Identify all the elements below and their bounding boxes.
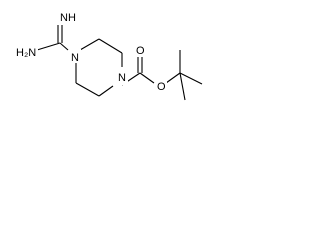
piperazine-n-top-label: N <box>71 52 79 64</box>
molecule-drawing: NH H₂N N N O O <box>15 10 203 101</box>
bond-tertc-bottom <box>179 72 186 101</box>
bond-amidine-c-nh2 <box>36 42 61 51</box>
bond-ring-top-right <box>79 38 100 51</box>
atom-labels: NH H₂N N N O O <box>15 10 167 93</box>
imine-nh-label: NH <box>60 12 76 24</box>
piperazine-n-bottom-label: N <box>118 72 126 84</box>
bond-amidine-c-n <box>59 42 69 51</box>
bonds <box>36 25 203 101</box>
bond-ring-lower-right <box>98 85 114 97</box>
ester-o-label: O <box>157 81 166 93</box>
bond-ring-upper-right <box>98 38 123 54</box>
structure-canvas: NH H₂N N N O O <box>0 0 225 139</box>
amine-nh2-label: H₂N <box>16 47 36 59</box>
carbonyl-o-label: O <box>136 45 145 57</box>
bond-carbonyl-ester-o <box>139 72 155 84</box>
bond-ring-bottom-left <box>75 82 100 97</box>
bond-tertc-right <box>179 72 203 85</box>
bond-ester-o-tertc <box>165 72 181 84</box>
